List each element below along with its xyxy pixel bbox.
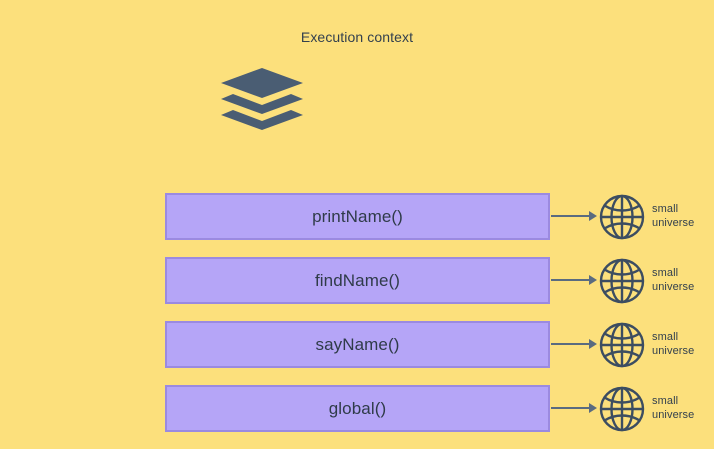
arrow-right-icon	[551, 273, 597, 287]
frame-label: global()	[328, 398, 387, 418]
frame-label: sayName()	[315, 334, 400, 354]
frame-label: printName()	[312, 206, 403, 226]
execution-frame-box[interactable]: findName()	[165, 257, 550, 304]
execution-frame-box[interactable]: global()	[165, 385, 550, 432]
globe-caption: small universe	[652, 267, 695, 293]
page-title: Execution context	[300, 29, 414, 45]
globe-icon	[598, 385, 646, 433]
list-item: global()	[0, 385, 714, 432]
arrow-right-icon	[551, 209, 597, 223]
globe-caption: small universe	[652, 331, 695, 357]
frame-label: findName()	[314, 270, 401, 290]
arrow-right-icon	[551, 401, 597, 415]
globe-caption: small universe	[652, 203, 695, 229]
globe-caption: small universe	[652, 395, 695, 421]
list-item: printName()	[0, 193, 714, 240]
globe-icon	[598, 321, 646, 369]
list-item: findName()	[0, 257, 714, 304]
arrow-right-icon	[551, 337, 597, 351]
layer-stack-icon	[221, 68, 303, 130]
execution-frame-box[interactable]: sayName()	[165, 321, 550, 368]
globe-icon	[598, 193, 646, 241]
list-item: sayName()	[0, 321, 714, 368]
execution-frame-box[interactable]: printName()	[165, 193, 550, 240]
globe-icon	[598, 257, 646, 305]
